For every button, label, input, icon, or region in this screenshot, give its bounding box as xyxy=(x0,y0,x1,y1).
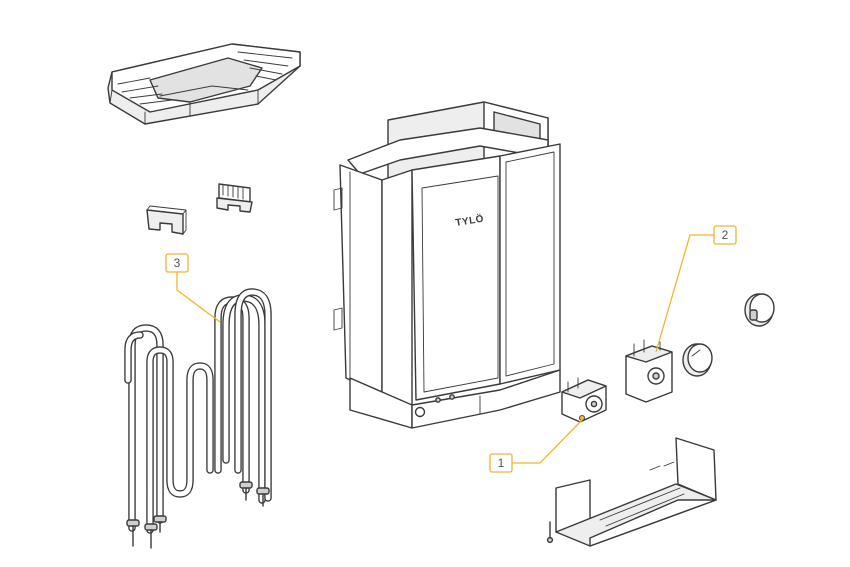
callout-3-label: 3 xyxy=(174,256,181,270)
callout-2-label: 2 xyxy=(722,228,729,242)
callout-1-label: 1 xyxy=(498,456,505,470)
control-knob-spare xyxy=(744,293,775,327)
stone-tray xyxy=(107,43,301,125)
thermostat-part xyxy=(561,377,607,423)
timer-part xyxy=(625,339,673,403)
indicator-light xyxy=(414,406,426,418)
callout-3: 3 xyxy=(165,253,221,323)
callout-1: 1 xyxy=(489,419,583,473)
callout-2: 2 xyxy=(655,225,737,353)
heater-body: TYLÖ xyxy=(333,101,561,429)
element-terminals xyxy=(126,481,270,549)
brand-mark: TYLÖ xyxy=(454,212,484,229)
mounting-bracket-right xyxy=(216,183,253,213)
heating-elements xyxy=(124,288,272,549)
control-knob xyxy=(682,343,713,377)
bottom-cover xyxy=(546,437,717,547)
mounting-bracket-left xyxy=(146,205,187,235)
